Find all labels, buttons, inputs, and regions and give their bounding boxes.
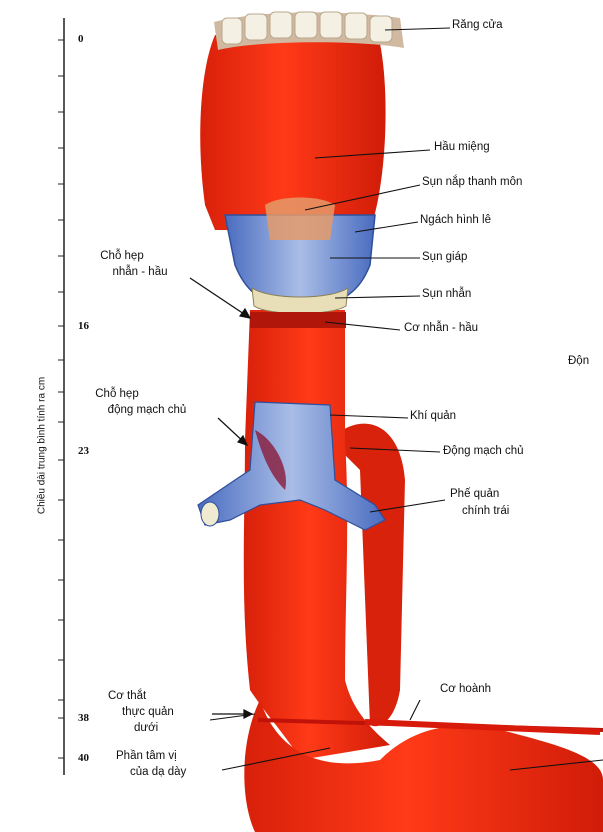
tick-0: 0 — [78, 33, 84, 45]
label-sun-nap: Sụn nắp thanh môn — [422, 176, 522, 189]
label-dong-mach-chu: Động mạch chủ — [443, 445, 524, 458]
label-cho-hep-2b: động mạch chủ — [82, 404, 212, 417]
label-sun-nhan: Sụn nhẫn — [422, 288, 471, 301]
cricopharyngeus-band — [250, 312, 346, 328]
label-co-nhan-hau: Cơ nhẫn - hầu — [404, 322, 478, 335]
label-cho-hep-2a: Chỗ hẹp — [72, 388, 162, 401]
label-rang-cua: Răng cửa — [452, 19, 503, 32]
label-sun-giap: Sụn giáp — [422, 251, 467, 264]
label-phe-quan-2: chính trái — [462, 505, 509, 518]
scale-minor-ticks — [58, 40, 64, 758]
label-hau-mieng: Hầu miệng — [434, 141, 490, 154]
label-ngach: Ngách hình lê — [420, 214, 491, 227]
label-phe-quan-1: Phế quản — [450, 488, 499, 501]
label-cho-hep-1b: nhẫn - hầu — [90, 266, 190, 279]
tick-16: 16 — [78, 320, 89, 332]
label-co-hoanh: Cơ hoành — [440, 683, 491, 696]
axis-title: Chiều dài trung bình tính ra cm — [37, 346, 48, 546]
tick-40: 40 — [78, 752, 89, 764]
bronchus-opening — [201, 502, 219, 526]
label-phan-tam-2: của dạ dày — [130, 766, 186, 779]
label-co-that-3: dưới — [134, 722, 158, 735]
label-dong-cut: Độn — [568, 355, 589, 368]
epiglottis-shape — [265, 198, 335, 241]
label-cho-hep-1a: Chỗ hẹp — [82, 250, 162, 263]
label-phan-tam-1: Phần tâm vị — [116, 750, 177, 763]
tick-23: 23 — [78, 445, 89, 457]
label-co-that-2: thực quản — [122, 706, 174, 719]
label-co-that-1: Cơ thắt — [108, 690, 146, 703]
tick-38: 38 — [78, 712, 89, 724]
label-khi-quan: Khí quản — [410, 410, 456, 423]
